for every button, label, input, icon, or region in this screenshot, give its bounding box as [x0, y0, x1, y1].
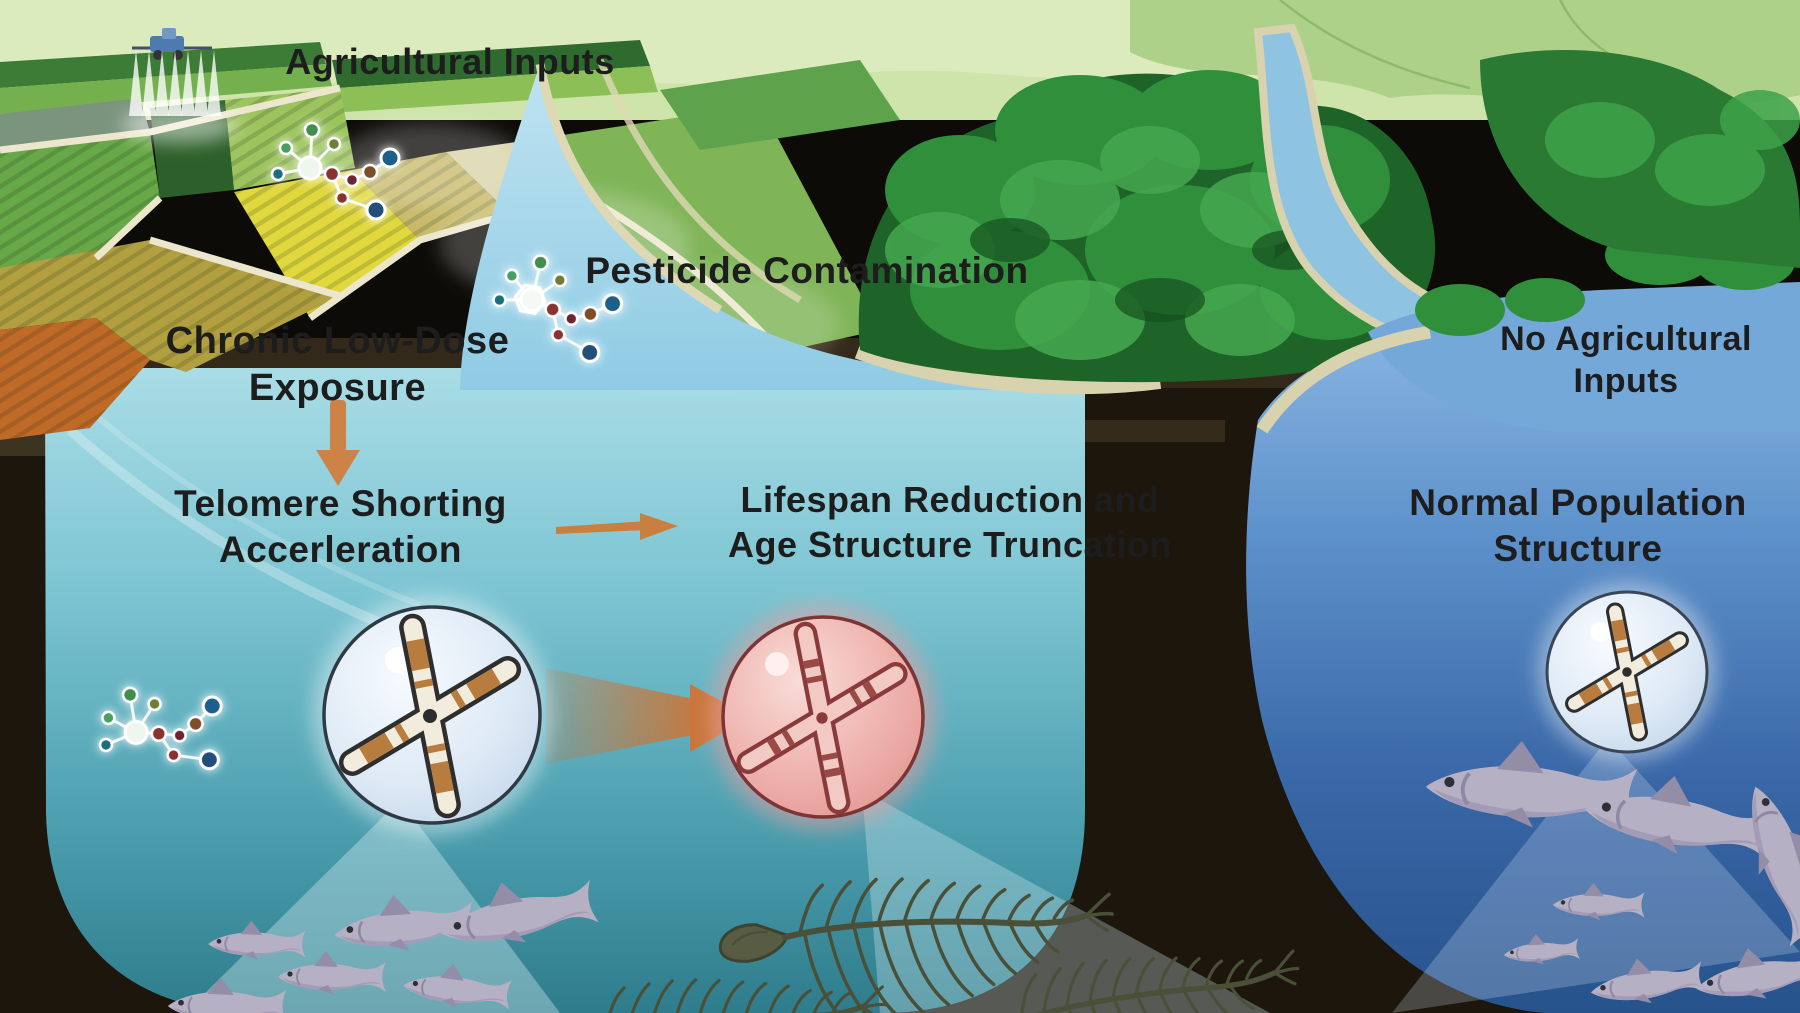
label-no-agricultural-inputs: No Agricultural Inputs: [1500, 320, 1752, 401]
polluted-right-beam: [862, 790, 1270, 1013]
label-agricultural-inputs: Agricultural Inputs: [285, 41, 615, 82]
normal-chromosome-circle: [1537, 582, 1717, 762]
label-chronic-low-dose-exposure: Chronic Low-Dose Exposure: [165, 320, 510, 410]
right-arrow-icon: [556, 513, 678, 540]
label-pesticide-contamination: Pesticide Contamination: [585, 250, 1029, 291]
sprayer-icon: [122, 28, 238, 143]
down-arrow-icon: [316, 400, 360, 486]
clean-pool: [1256, 50, 1800, 434]
label-normal-population-structure: Normal Population Structure: [1409, 482, 1747, 569]
pesticide-molecule-icon: [484, 247, 629, 367]
clean-beam: [1392, 738, 1800, 1013]
label-lifespan-reduction: Lifespan Reduction and Age Structure Tru…: [727, 479, 1173, 565]
polluted-left-beam: [185, 800, 560, 1013]
healthy-chromosome-circle: [312, 595, 552, 835]
label-telomere-shortening-acceleration: Telomere Shorting Accerleration: [174, 483, 507, 570]
light-beams: [185, 738, 1800, 1013]
damaged-chromosome-circle: [709, 603, 937, 831]
